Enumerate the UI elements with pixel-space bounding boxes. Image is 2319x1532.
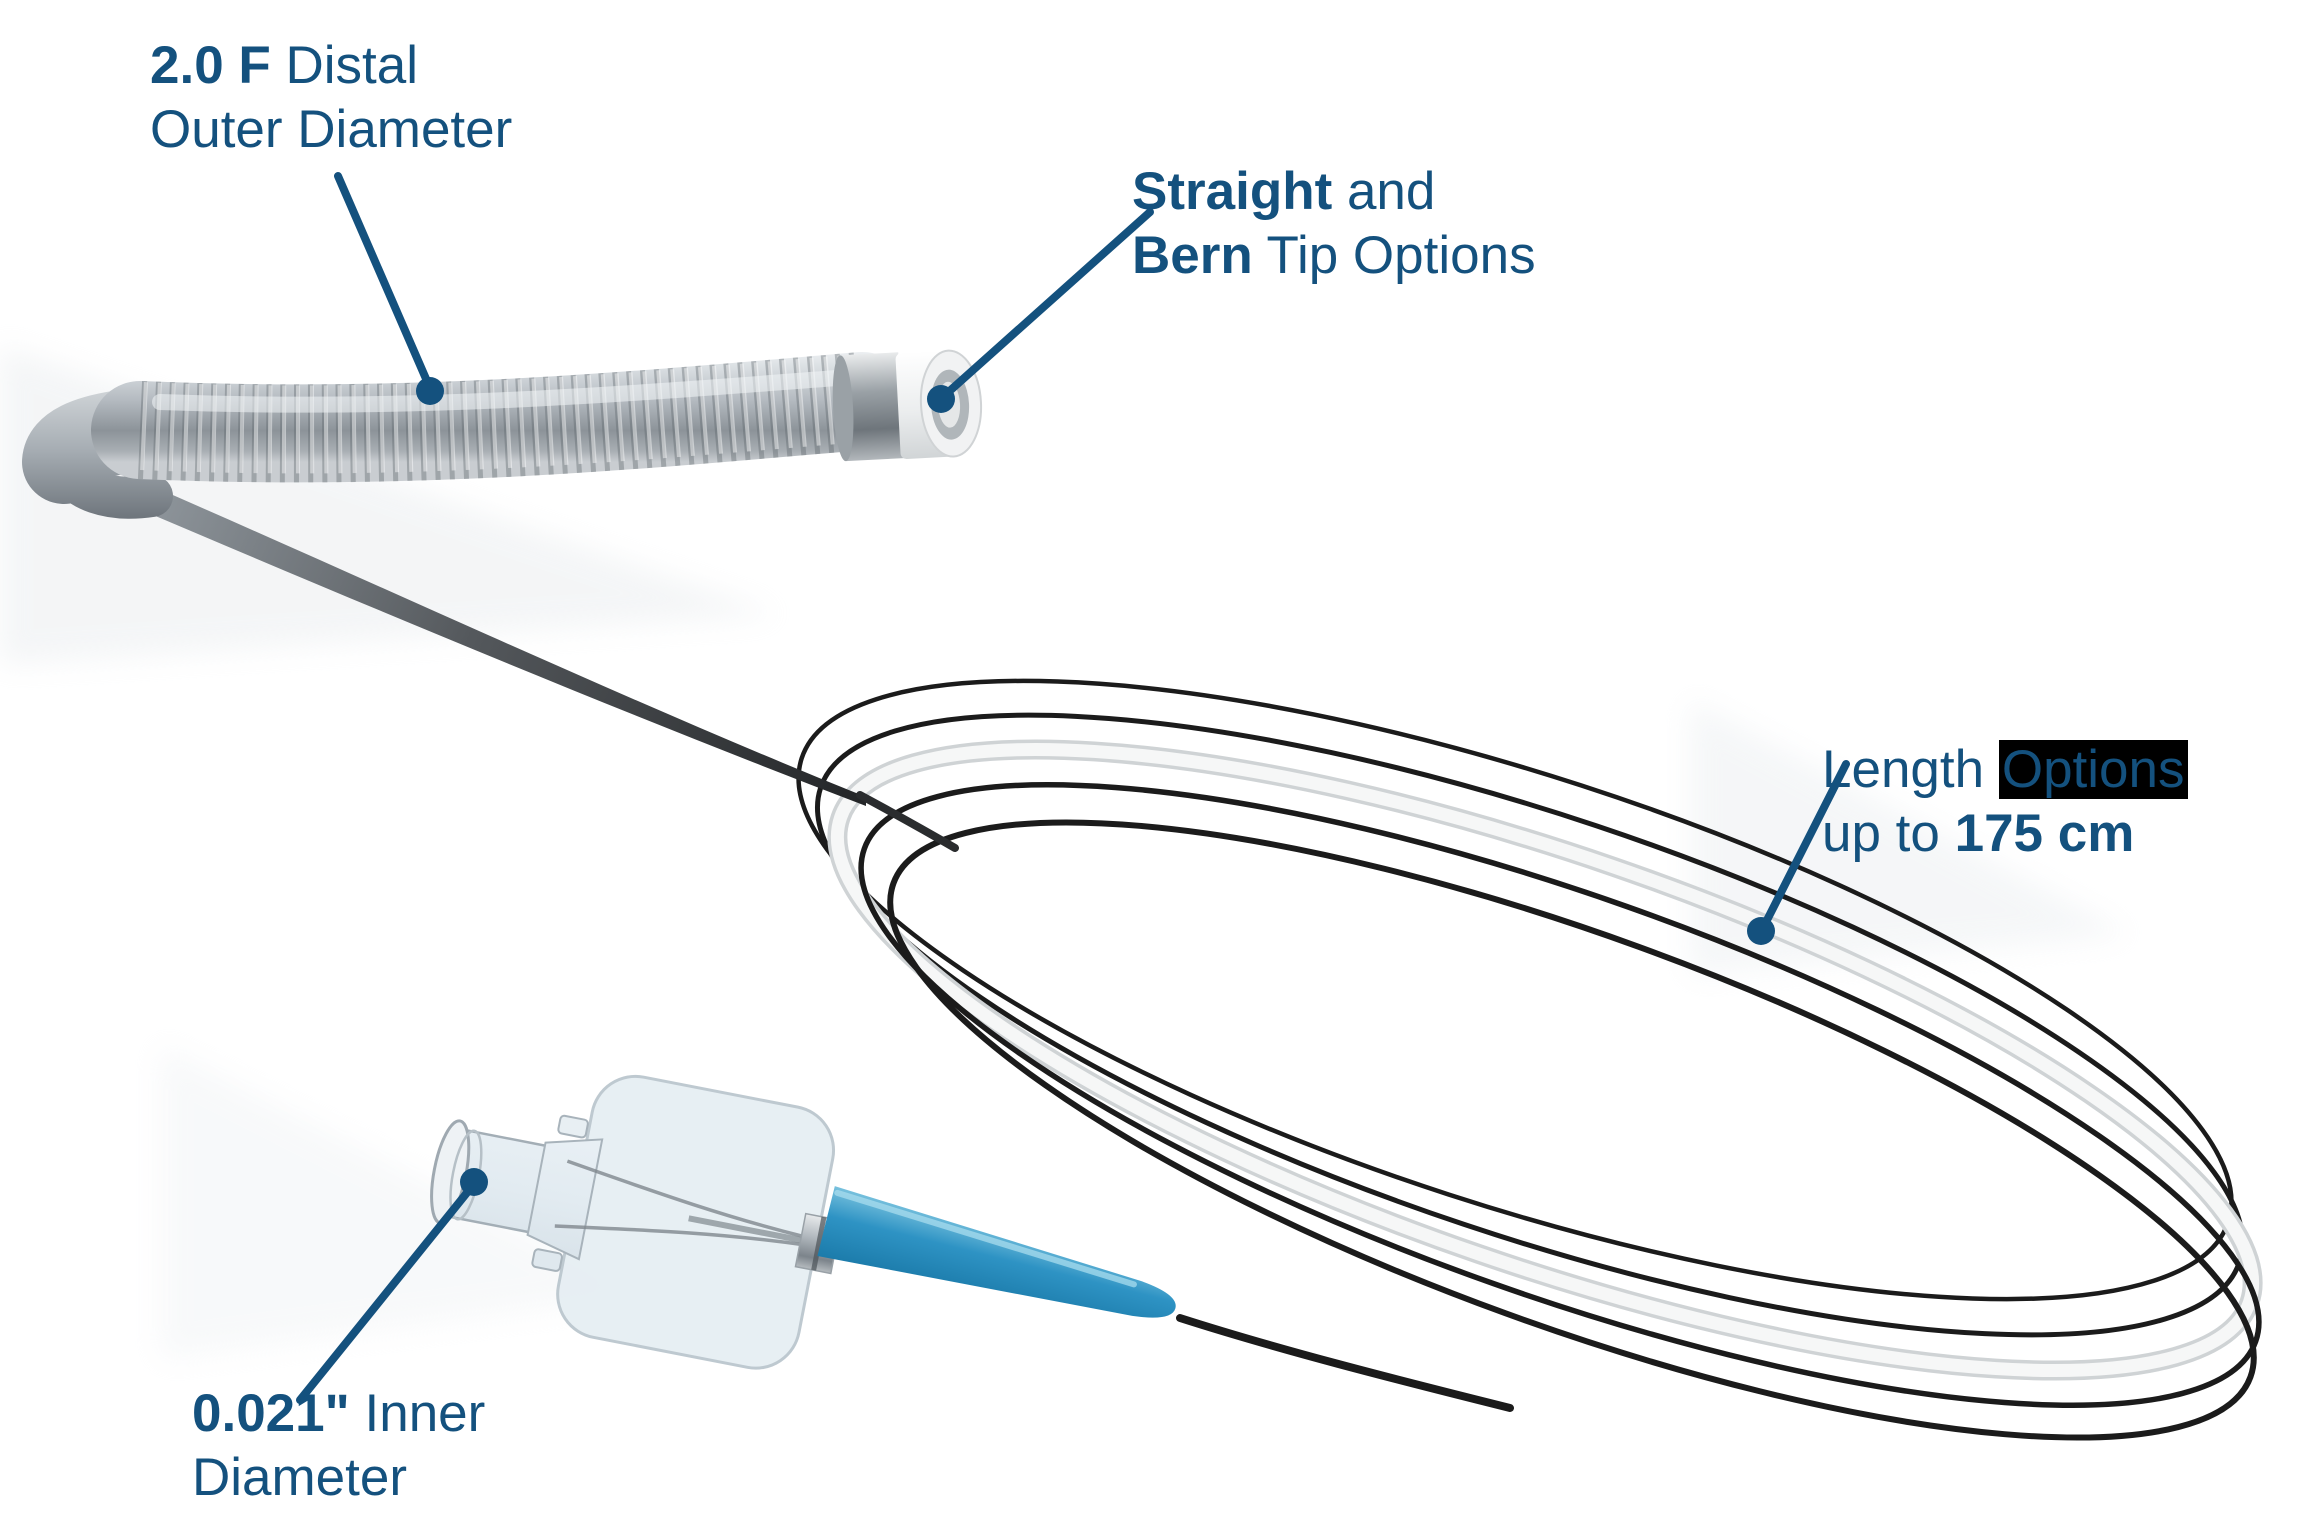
hub-inner-taper-top <box>566 1159 806 1239</box>
callout-text-bold: Bern <box>1132 226 1253 285</box>
mid-shaft <box>146 486 959 852</box>
hub-cone <box>526 1138 604 1261</box>
shaft-loop-junction <box>856 791 959 852</box>
proximal-wire-from-strain-relief <box>1176 1314 1514 1412</box>
luer-hub <box>430 1074 842 1370</box>
callout-line: Length Options <box>1822 738 2188 802</box>
callout-line: Bern Tip Options <box>1132 224 1536 288</box>
coil-windings-shadow <box>137 352 867 483</box>
callout-text: Inner <box>349 1384 486 1443</box>
tapered-shaft <box>146 486 866 806</box>
leader-line-tip-options <box>940 208 1154 400</box>
leader-line-inner-id <box>296 1180 478 1404</box>
coil-windings-highlight <box>140 354 864 474</box>
leader-dot-length <box>1747 917 1775 945</box>
callout-line: Diameter <box>192 1446 485 1510</box>
coil-top-sheen <box>152 369 858 413</box>
leader-line-length <box>1759 760 1850 932</box>
loop-wire-3 <box>858 782 2262 1408</box>
shaft-loops <box>796 678 2263 1441</box>
leader-dot-tip-options <box>927 385 955 413</box>
hub-inner-taper-bottom <box>554 1224 805 1247</box>
callout-line: 2.0 F Distal <box>150 34 512 98</box>
callout-line: Outer Diameter <box>150 98 512 162</box>
luer-tab-bottom <box>531 1248 563 1272</box>
callout-distal-outer-diameter: 2.0 F Distal Outer Diameter <box>150 34 512 162</box>
callout-line: 0.021" Inner <box>192 1382 485 1446</box>
callout-text-bold: 175 cm <box>1954 804 2135 863</box>
hub-inner-tube <box>688 1215 808 1245</box>
callout-text: Tip Options <box>1252 226 1536 285</box>
strain-relief-sheen <box>834 1189 1137 1288</box>
background-washes <box>0 345 2130 1360</box>
callout-text: and <box>1332 162 1436 221</box>
callout-line: up to 175 cm <box>1822 802 2188 866</box>
luer-tab-top <box>557 1114 589 1139</box>
marker-band-edge <box>832 355 854 462</box>
callout-leaders <box>296 172 1850 1404</box>
marker-band <box>840 352 904 462</box>
callout-inner-diameter: 0.021" Inner Diameter <box>192 1382 485 1510</box>
callout-text: up to <box>1822 804 1955 863</box>
coil-tube-body <box>91 352 911 483</box>
callout-text-highlighted: Options <box>1998 740 2188 799</box>
strain-relief-group <box>817 1186 1176 1318</box>
wash-near-hub <box>160 1045 650 1360</box>
callout-text: Length <box>1822 740 1999 799</box>
callout-text-bold: 2.0 F <box>150 36 271 95</box>
tip-assembly <box>832 349 983 462</box>
callout-tip-options: Straight and Bern Tip Options <box>1132 160 1536 288</box>
loop-wire-4 <box>887 819 2257 1441</box>
loop-white-tube <box>830 743 2260 1377</box>
distal-coil-assembly <box>22 349 983 519</box>
leader-line-distal-od <box>334 172 434 392</box>
leader-dot-inner-id <box>460 1168 488 1196</box>
callout-line: Straight and <box>1132 160 1536 224</box>
leader-dot-distal-od <box>416 377 444 405</box>
callout-text: Distal <box>270 36 419 95</box>
callout-text-bold: 0.021" <box>192 1384 350 1443</box>
distal-j-bend-lower <box>43 441 173 519</box>
callout-text: Outer Diameter <box>150 100 513 159</box>
callout-length-options: Length Options up to 175 cm <box>1822 738 2188 866</box>
collar-ring <box>811 1216 827 1271</box>
strain-relief <box>817 1186 1176 1318</box>
callout-text-bold: Straight <box>1132 162 1333 221</box>
callout-text: Diameter <box>192 1448 408 1507</box>
wash-near-length-label <box>1690 700 2130 975</box>
